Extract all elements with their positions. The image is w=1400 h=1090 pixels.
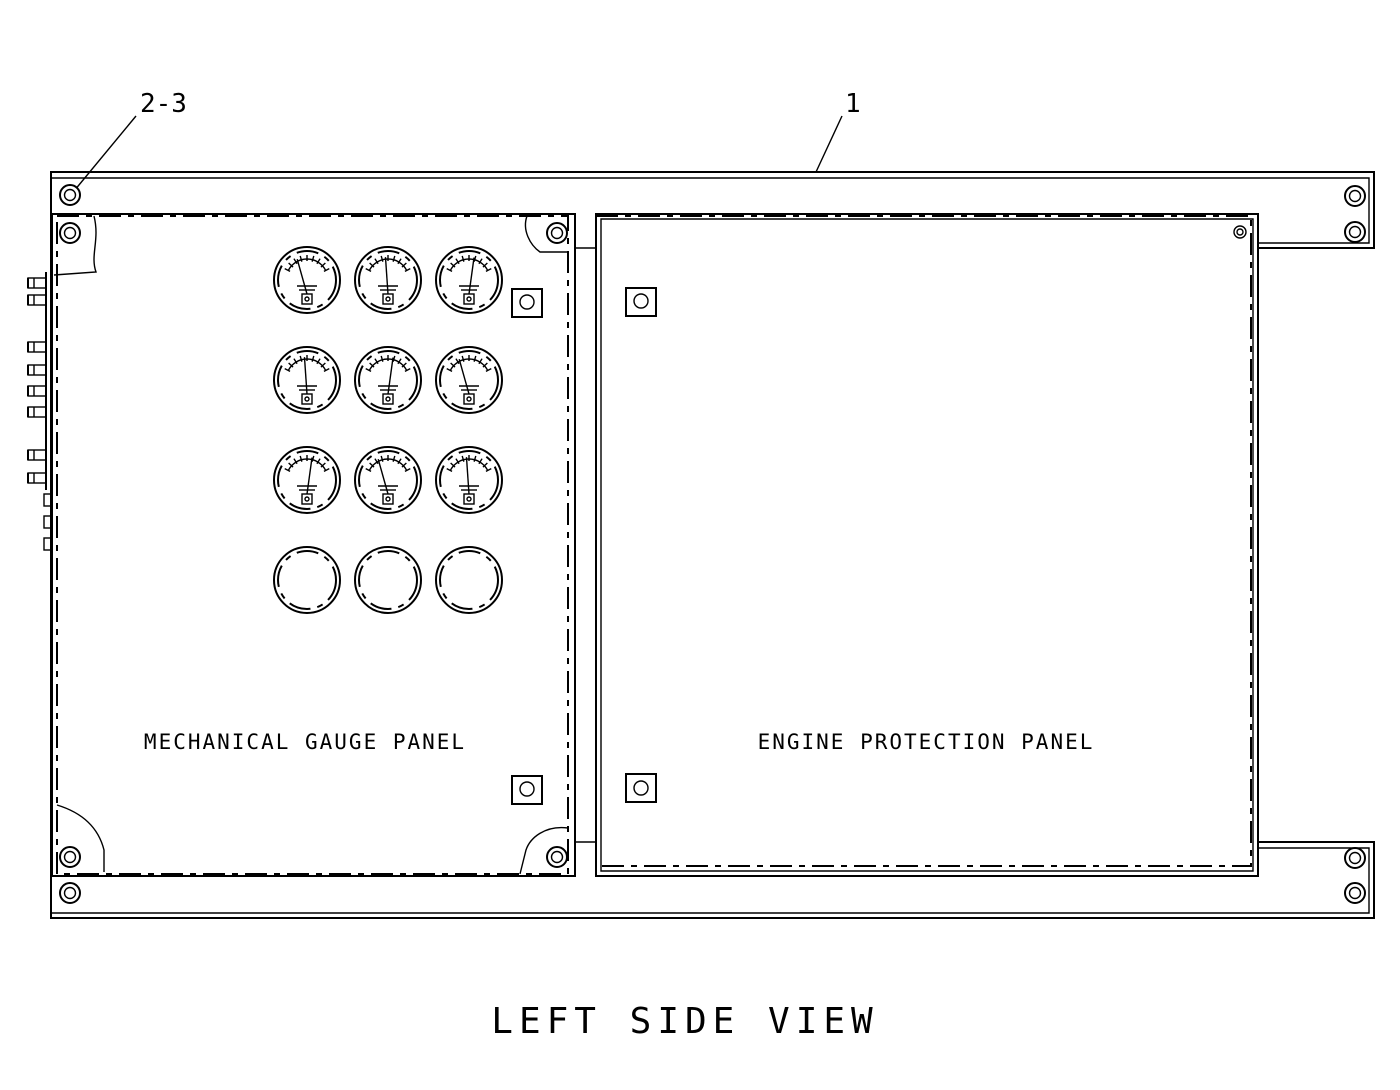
terminal-connector-icon — [27, 406, 47, 418]
gauge-icon — [435, 346, 503, 414]
frame-holes — [59, 184, 1366, 904]
terminal-block-icon — [43, 493, 53, 507]
hole-icon — [1344, 847, 1366, 869]
callout-frame: 1 — [845, 89, 861, 119]
hole-icon — [59, 846, 81, 868]
indicator-icon — [1233, 225, 1247, 239]
hole-icon — [546, 222, 568, 244]
hole-icon — [59, 222, 81, 244]
terminal-connector-icon — [27, 472, 47, 484]
gauge-icon — [435, 446, 503, 514]
square-fastener-icon — [511, 775, 543, 805]
gauge-icon — [354, 446, 422, 514]
hole-icon — [546, 846, 568, 868]
hole-icon — [1344, 882, 1366, 904]
terminal-connector-icon — [27, 277, 47, 289]
hole-icon — [59, 882, 81, 904]
gauge-grid — [273, 246, 503, 614]
terminal-connector-icon — [27, 294, 47, 306]
panel-label-left: MECHANICAL GAUGE PANEL — [144, 730, 466, 754]
view-title: LEFT SIDE VIEW — [491, 1001, 878, 1042]
hole-icon — [1344, 185, 1366, 207]
terminal-block-icon — [43, 515, 53, 529]
gauge-icon — [354, 246, 422, 314]
engine-protection-panel: ENGINE PROTECTION PANEL — [595, 213, 1259, 877]
gauge-icon — [273, 246, 341, 314]
terminal-connector-icon — [27, 385, 47, 397]
gauge-icon — [354, 346, 422, 414]
square-fastener-icon — [625, 287, 657, 317]
mechanical-gauge-panel: MECHANICAL GAUGE PANEL — [51, 213, 576, 877]
hole-icon — [59, 184, 81, 206]
hole-icon — [1344, 221, 1366, 243]
square-fastener-icon — [511, 288, 543, 318]
leader-frame — [815, 115, 843, 173]
leader-fasteners — [73, 115, 137, 192]
square-fastener-icon — [625, 773, 657, 803]
panel-label-right: ENGINE PROTECTION PANEL — [758, 730, 1095, 754]
blank-gauge-port — [435, 546, 503, 614]
gauge-icon — [273, 346, 341, 414]
blank-gauge-port — [273, 546, 341, 614]
side-connectors — [27, 272, 53, 551]
gauge-icon — [435, 246, 503, 314]
terminal-block-icon — [43, 537, 53, 551]
blank-gauge-port — [354, 546, 422, 614]
callout-fasteners: 2-3 — [140, 89, 187, 119]
terminal-connector-icon — [27, 341, 47, 353]
terminal-connector-icon — [27, 449, 47, 461]
terminal-connector-icon — [27, 364, 47, 376]
gauge-icon — [273, 446, 341, 514]
